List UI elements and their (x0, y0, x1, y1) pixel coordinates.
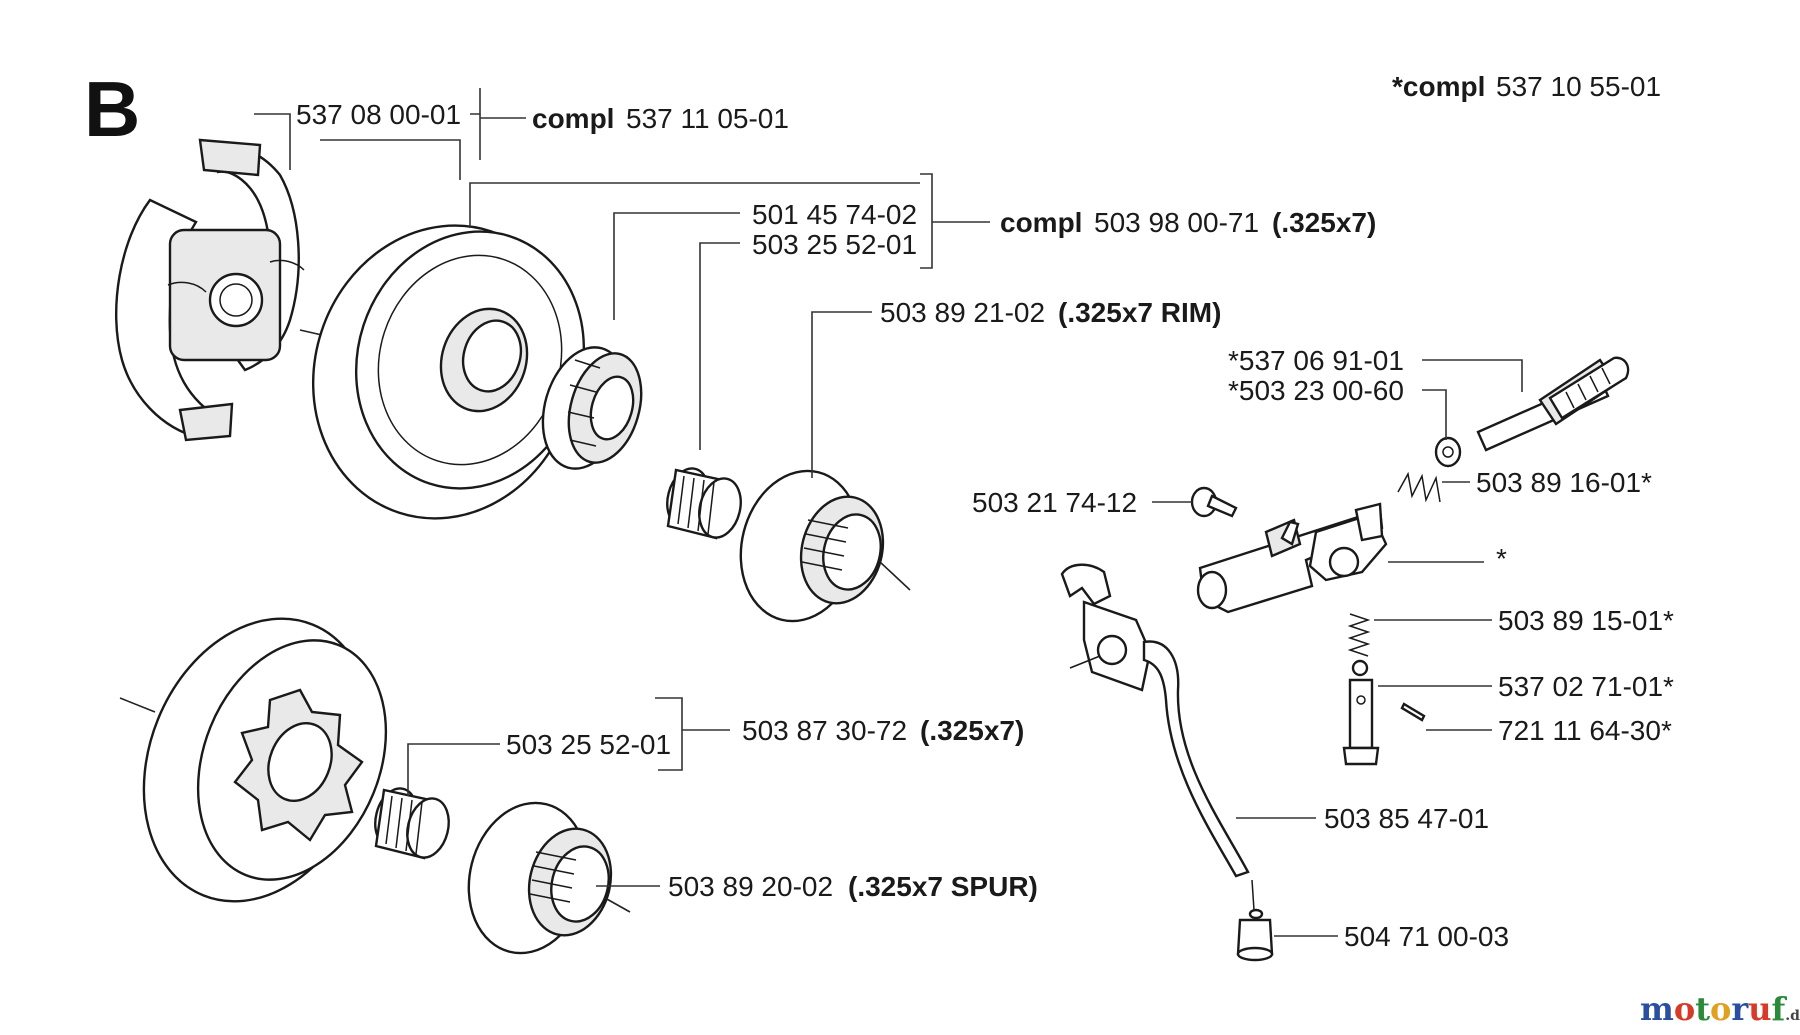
spur-axis-right (604, 897, 631, 913)
label-oil-pump-compl-num: 537 10 55-01 (1496, 71, 1661, 102)
watermark-letter: o (1674, 990, 1695, 1028)
watermark-letter: t (1695, 990, 1710, 1028)
watermark-letter: f (1771, 990, 1787, 1028)
label-pump-shaft: *537 06 91-01 (1228, 345, 1404, 376)
label-drum-rim-spec: (.325x7 RIM) (1058, 297, 1221, 328)
label-clutch-compl-word: compl (532, 103, 614, 134)
label-spur-drum-spec: (.325x7) (920, 715, 1024, 746)
label-clutch-compl-num: 537 11 05-01 (626, 103, 789, 134)
drum-rim-drawing (739, 469, 885, 623)
label-pump-spring-top: 503 89 16-01* (1476, 467, 1652, 498)
pump-spring-top-drawing (1397, 471, 1441, 503)
spur-drum-hub-drawing (467, 801, 613, 955)
section-letter: B (84, 65, 140, 153)
spur-axis-left (119, 697, 156, 713)
bracket-clutch-compl (470, 88, 481, 115)
watermark-letter: r (1731, 990, 1749, 1028)
label-pump-housing: * (1496, 543, 1507, 574)
label-drum-compl-word: compl (1000, 207, 1082, 238)
label-spur-drum-hub-spec: (.325x7 SPUR) (848, 871, 1038, 902)
rim-sprocket-drawing (541, 346, 643, 470)
bracket-spur-drum (655, 697, 683, 771)
bracket-drum-compl (920, 173, 933, 269)
spur-drum-drawing (142, 617, 388, 903)
label-drum-rim: 503 89 21-02 (880, 297, 1045, 328)
label-needle-bearing-bottom: 503 25 52-01 (506, 729, 671, 760)
leader-needle-bearing-bottom (407, 743, 500, 796)
label-oil-hose: 503 85 47-01 (1324, 803, 1489, 834)
label-rim-sprocket: 501 45 74-02 (752, 199, 917, 230)
leader-clutch-shoe (254, 113, 291, 170)
leader-needle-bearing-top (699, 242, 740, 450)
oil-pump-lever-drawing (1060, 563, 1250, 878)
leader-rim-sprocket (613, 212, 740, 320)
label-pump-pin: 721 11 64-30* (1498, 715, 1672, 746)
leader-clutch-shoe-b (320, 139, 461, 180)
pump-spring-mid-drawing (1347, 613, 1371, 657)
clutch-drum-drawing (311, 224, 586, 520)
watermark: motoruf.de (1640, 990, 1800, 1028)
clutch-shoe-drawing (114, 138, 305, 442)
drum-rim-axis (879, 561, 911, 591)
label-spur-drum-hub: 503 89 20-02 (668, 871, 833, 902)
pump-screw-drawing (1190, 486, 1238, 518)
watermark-letter: o (1710, 990, 1731, 1028)
label-drum-compl-spec: (.325x7) (1272, 207, 1376, 238)
pump-washer-drawing (1434, 436, 1462, 468)
label-spur-drum: 503 87 30-72 (742, 715, 907, 746)
pump-housing-drawing (1196, 502, 1388, 614)
label-drum-compl-num: 503 98 00-71 (1094, 207, 1259, 238)
leader-drum-rim (811, 311, 872, 478)
watermark-suffix: .de (1785, 1008, 1800, 1024)
label-needle-bearing-top: 503 25 52-01 (752, 229, 917, 260)
leader-pump-shaft (1422, 359, 1523, 392)
needle-bearing-bottom-drawing (374, 787, 450, 860)
pump-pin-drawing (1400, 702, 1426, 722)
watermark-letter: u (1748, 990, 1771, 1028)
label-pump-piston: 537 02 71-01* (1498, 671, 1674, 702)
label-clutch-shoe: 537 08 00-01 (296, 99, 461, 130)
needle-bearing-top-drawing (666, 467, 742, 540)
label-oil-filter: 504 71 00-03 (1344, 921, 1509, 952)
label-pump-screw: 503 21 74-12 (972, 487, 1137, 518)
label-oil-pump-compl-word: *compl (1392, 71, 1485, 102)
watermark-letter: m (1640, 990, 1674, 1028)
oil-filter-drawing (1236, 879, 1274, 962)
pump-piston-drawing (1342, 659, 1380, 766)
leader-clutch-drum (469, 182, 920, 228)
label-pump-washer: *503 23 00-60 (1228, 375, 1404, 406)
leader-pump-washer (1422, 389, 1447, 440)
pump-shaft-drawing (1476, 356, 1630, 452)
label-pump-spring-mid: 503 89 15-01* (1498, 605, 1674, 636)
